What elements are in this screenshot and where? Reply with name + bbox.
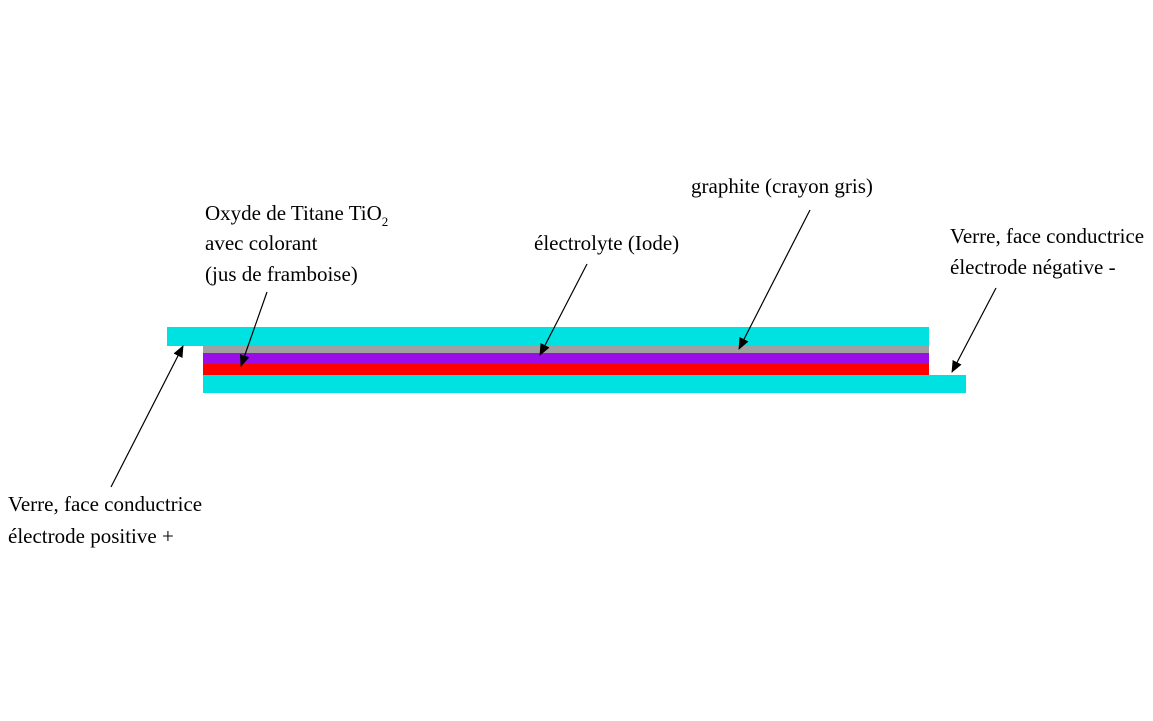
tio2-arrow (239, 291, 268, 367)
tio2-label-line3: (jus de framboise) (205, 262, 358, 286)
positive-electrode-label-line2: électrode positive + (8, 524, 174, 548)
positive-electrode-label-line1: Verre, face conductrice (8, 492, 202, 516)
graphite-arrow (738, 209, 811, 350)
tio2-label-subscript: 2 (382, 214, 389, 229)
negative-electrode-arrow (951, 287, 997, 373)
top-glass-layer (167, 327, 929, 346)
electrolyte-arrow (539, 263, 588, 356)
graphite-layer (203, 346, 929, 353)
tio2-label-line2: avec colorant (205, 231, 318, 255)
positive-electrode-arrow (110, 345, 184, 488)
negative-electrode-label-line1: Verre, face conductrice (950, 224, 1144, 248)
bottom-glass-layer (203, 375, 966, 393)
electrolyte-layer (203, 353, 929, 364)
electrolyte-label: électrolyte (Iode) (534, 231, 679, 255)
negative-electrode-label-line2: électrode négative - (950, 255, 1116, 279)
graphite-label: graphite (crayon gris) (691, 174, 873, 198)
tio2-label-line1: Oxyde de Titane TiO (205, 201, 382, 225)
tio2-layer (203, 364, 929, 375)
tio2-label: Oxyde de Titane TiO2 (205, 201, 388, 229)
